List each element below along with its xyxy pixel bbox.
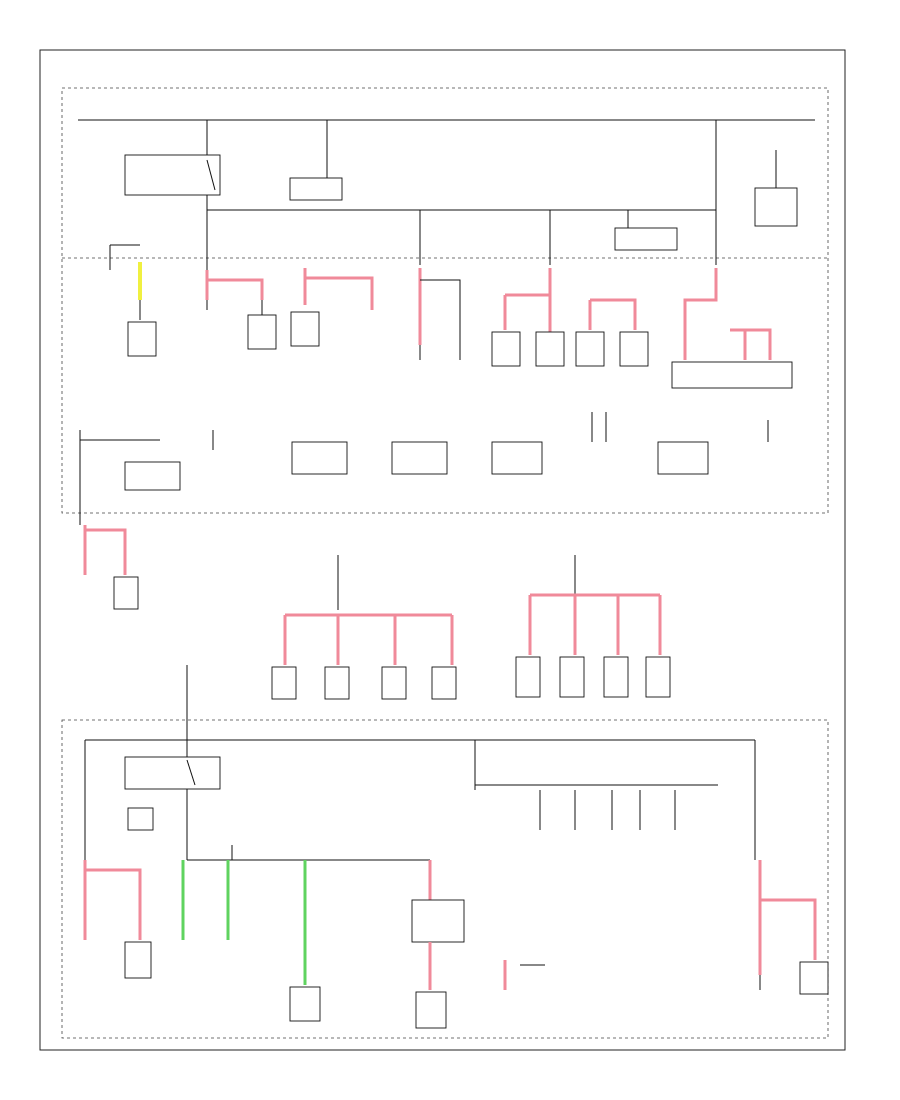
- lower-comp-d: [799, 961, 829, 995]
- mid-right-comp-4: [645, 656, 671, 698]
- mid-left-comp-a: [113, 576, 139, 610]
- bottom-comp-4: [491, 441, 543, 475]
- bottom-comp-2: [291, 441, 348, 475]
- component-d1: [491, 331, 521, 367]
- lower-small-comp: [127, 807, 154, 831]
- mid-comp-1: [271, 666, 297, 700]
- component-d3: [575, 331, 605, 367]
- bottom-comp-1: [124, 461, 181, 491]
- component-d2: [535, 331, 565, 367]
- right-relay-component: [754, 187, 798, 227]
- lower-section: [83, 720, 829, 1029]
- mid-right-comp-2: [559, 656, 585, 698]
- outer-frame: [39, 49, 846, 1051]
- lower-comp-c: [415, 991, 447, 1029]
- lower-comp-a: [124, 941, 152, 979]
- relay-box: [124, 154, 221, 196]
- upper-fuse-block-enclosure: [61, 87, 829, 514]
- left-component-a: [127, 321, 157, 357]
- upper-section: [78, 119, 815, 525]
- lower-relay-box: [124, 756, 221, 790]
- bottom-comp-5: [657, 441, 709, 475]
- component-c: [290, 311, 320, 347]
- bottom-comp-3: [391, 441, 448, 475]
- fuse-relay-box: [614, 227, 678, 251]
- lower-fuse-block-enclosure: [61, 719, 829, 1039]
- lower-center-module: [411, 899, 465, 943]
- component-b: [247, 314, 277, 350]
- mid-comp-4: [431, 666, 457, 700]
- component-d4: [619, 331, 649, 367]
- lower-comp-b: [289, 986, 321, 1022]
- mid-right-comp-3: [603, 656, 629, 698]
- engine-control-module: [671, 361, 793, 389]
- mid-comp-3: [381, 666, 407, 700]
- mid-comp-2: [324, 666, 350, 700]
- middle-section: [83, 525, 671, 720]
- relay-module: [289, 177, 343, 201]
- mid-right-comp-1: [515, 656, 541, 698]
